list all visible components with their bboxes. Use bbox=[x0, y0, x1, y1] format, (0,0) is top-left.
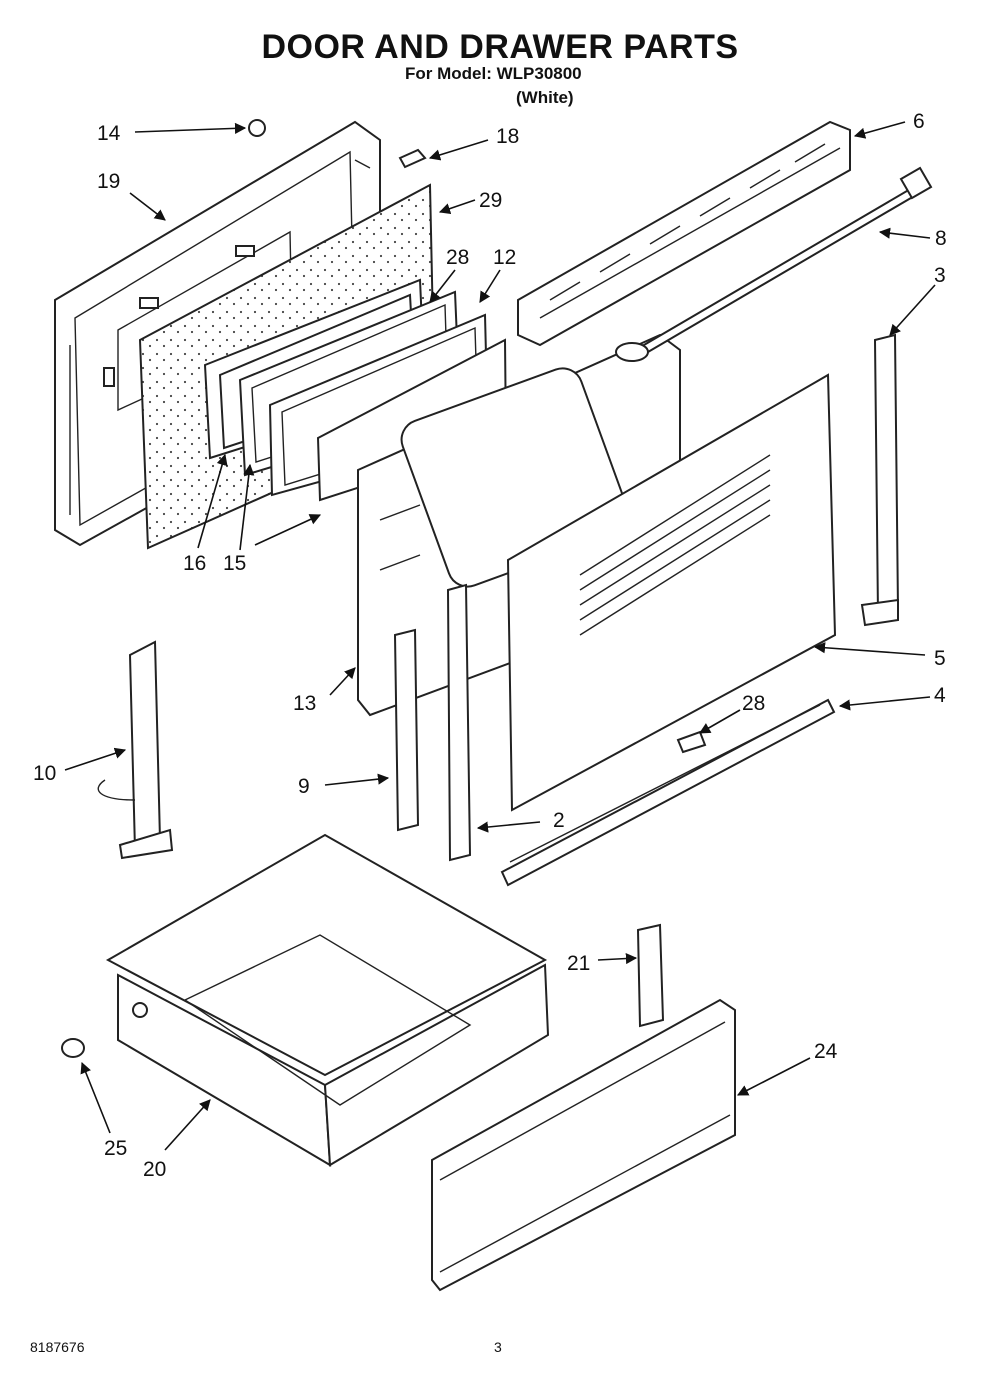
drawer-bracket bbox=[636, 923, 665, 1028]
door-glass-assembly bbox=[203, 278, 508, 502]
callout-25: 25 bbox=[104, 1137, 127, 1160]
callout-20: 20 bbox=[143, 1158, 166, 1181]
callout-15: 15 bbox=[223, 552, 246, 575]
callout-18: 18 bbox=[496, 125, 519, 148]
callout-24: 24 bbox=[814, 1040, 838, 1063]
page-title: DOOR AND DRAWER PARTS bbox=[261, 28, 739, 66]
bottom-door-trim bbox=[500, 698, 836, 887]
callout-12: 12 bbox=[493, 246, 516, 269]
callout-3: 3 bbox=[934, 264, 946, 287]
leader-lines bbox=[64, 121, 936, 1151]
callout-4: 4 bbox=[934, 684, 946, 707]
callout-29: 29 bbox=[479, 189, 502, 212]
callout-13: 13 bbox=[293, 692, 316, 715]
callout-6: 6 bbox=[913, 110, 925, 133]
outer-glass-door bbox=[506, 373, 837, 812]
page-number: 3 bbox=[494, 1339, 502, 1355]
drawer-body bbox=[105, 833, 550, 1167]
drawer-front bbox=[431, 998, 736, 1292]
door-hinge bbox=[97, 640, 174, 860]
callout-9: 9 bbox=[298, 775, 310, 798]
model-line: For Model: WLP30800 bbox=[405, 64, 582, 83]
callout-5: 5 bbox=[934, 647, 946, 670]
door-handle bbox=[615, 166, 933, 362]
document-number: 8187676 bbox=[30, 1339, 85, 1355]
callout-2: 2 bbox=[553, 809, 565, 832]
callout-19: 19 bbox=[97, 170, 120, 193]
color-variant: (White) bbox=[516, 88, 574, 107]
callout-14: 14 bbox=[97, 122, 121, 145]
right-door-trim bbox=[860, 333, 900, 627]
callout-10: 10 bbox=[33, 762, 56, 785]
door-clip bbox=[398, 148, 427, 169]
door-bumper bbox=[248, 119, 266, 137]
callout-28-bottom: 28 bbox=[742, 692, 765, 715]
callout-21: 21 bbox=[567, 952, 590, 975]
left-door-trim bbox=[393, 583, 472, 862]
vent-trim bbox=[517, 120, 851, 347]
callout-28-top: 28 bbox=[446, 246, 469, 269]
callout-16: 16 bbox=[183, 552, 206, 575]
callout-8: 8 bbox=[935, 227, 947, 250]
drawer-stop bbox=[61, 1038, 85, 1058]
clip-part bbox=[676, 730, 707, 754]
